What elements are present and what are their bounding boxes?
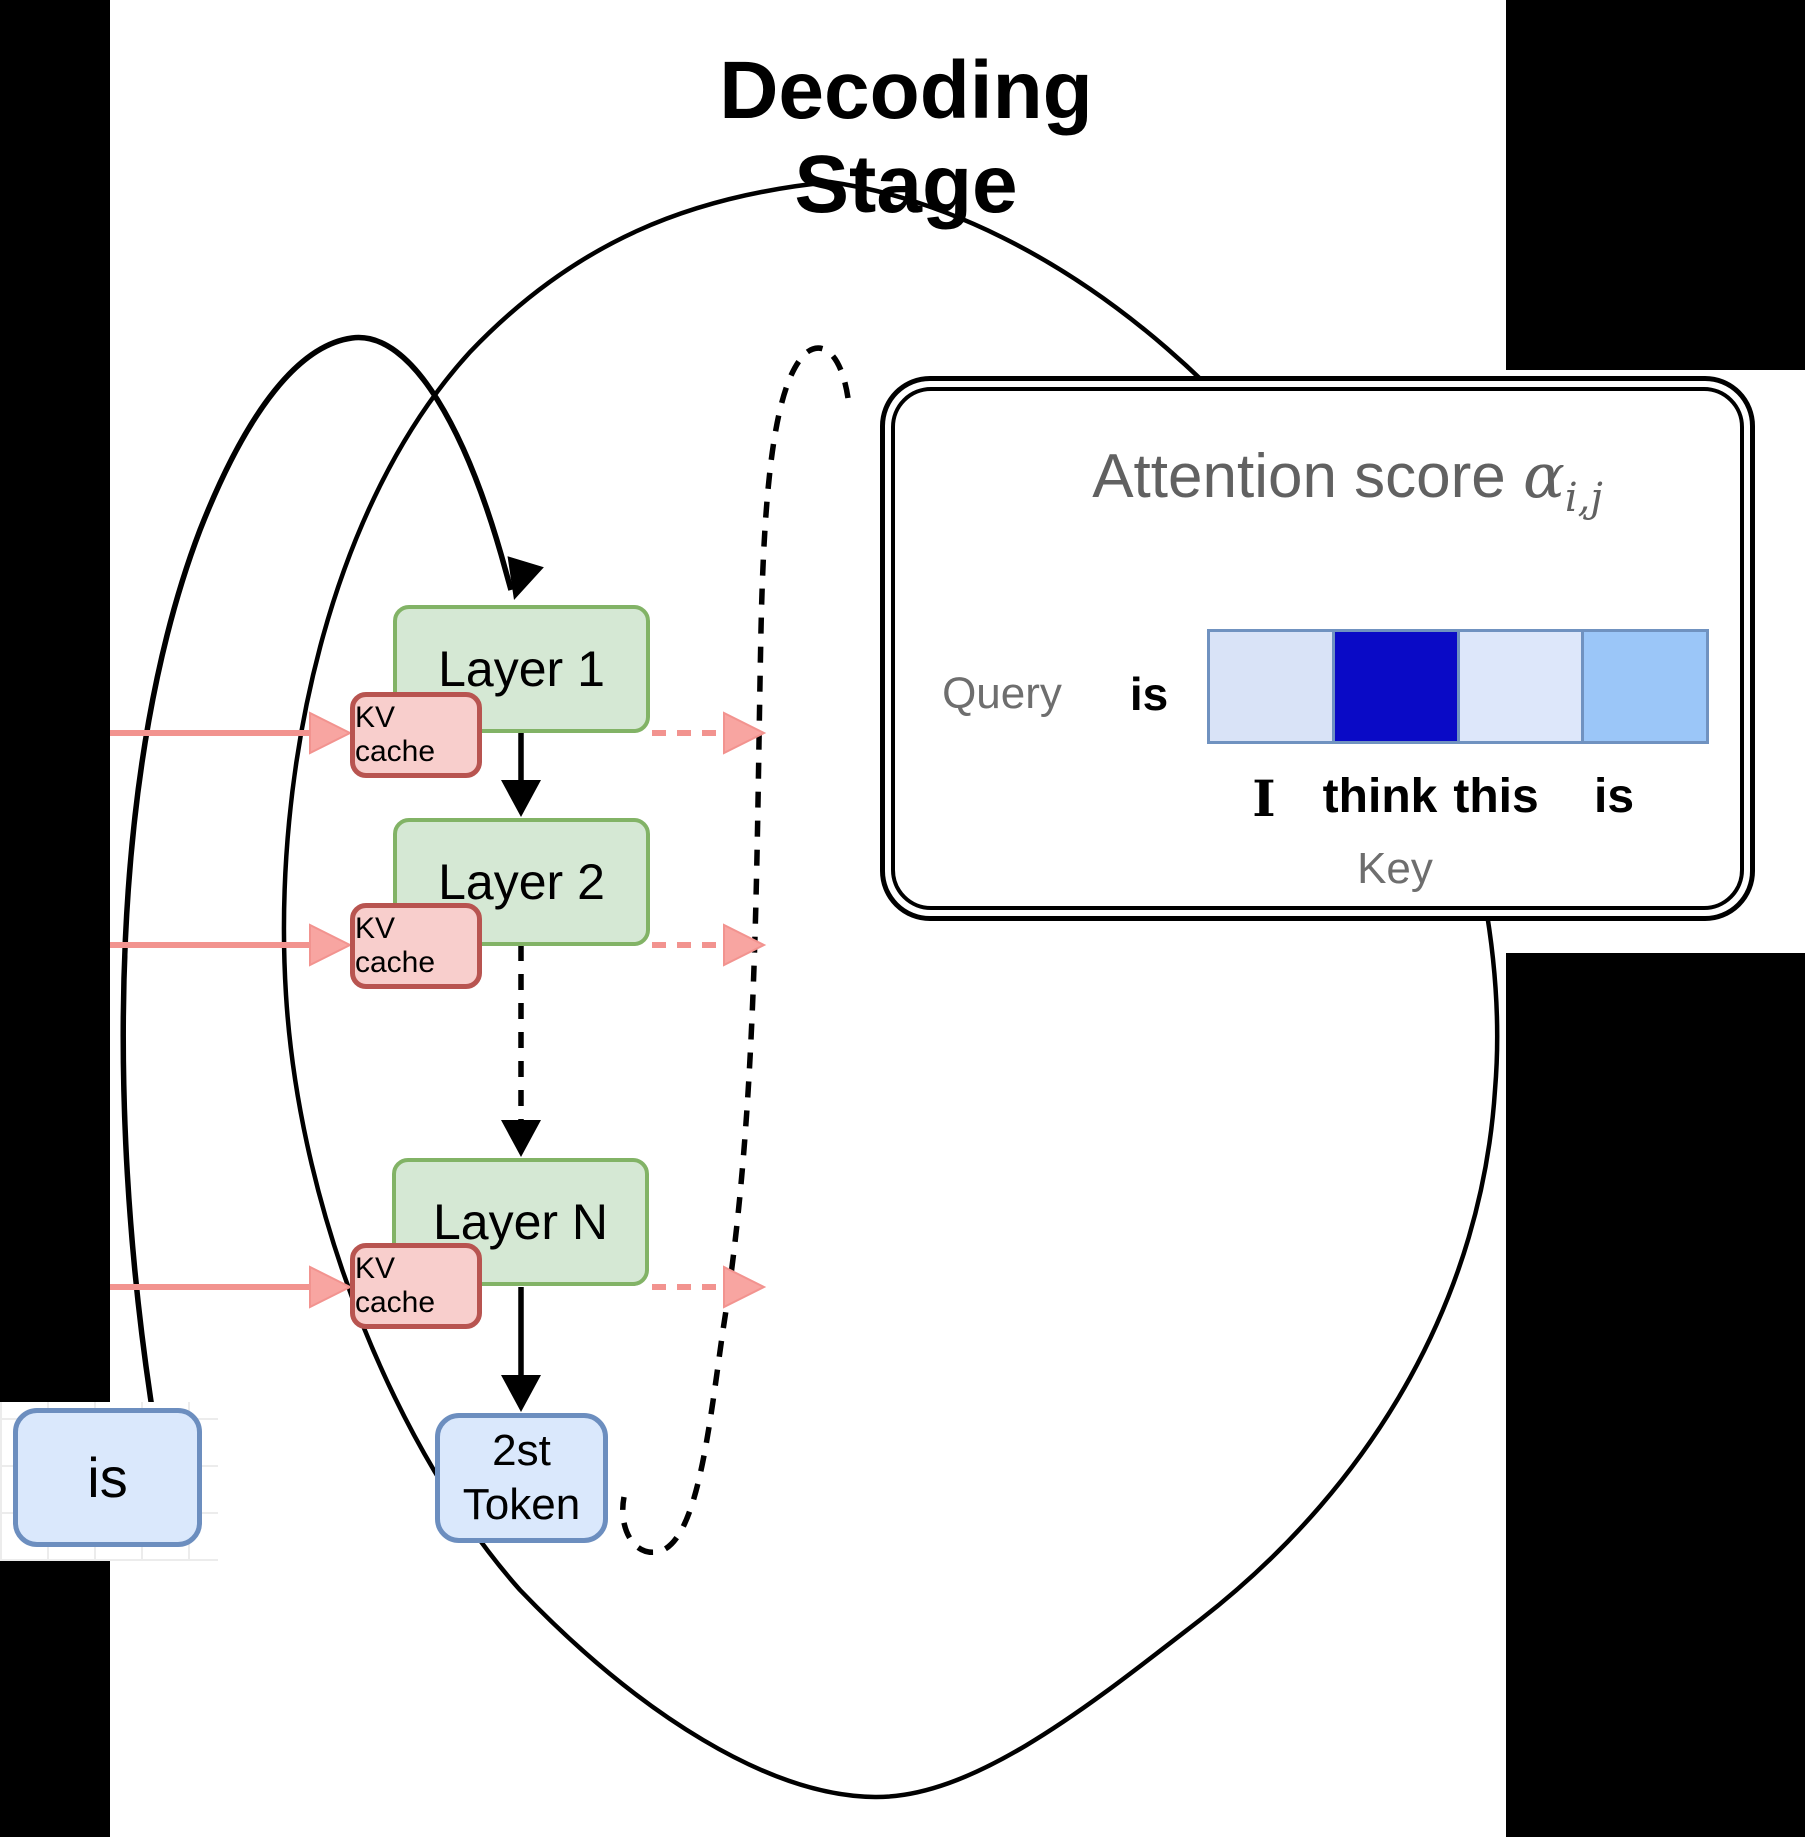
feedback-curve: [120, 334, 514, 1409]
kv-output-arrows-dashed: [652, 730, 726, 1290]
heatmap-cell-think: [1331, 632, 1457, 741]
layer-n-label: Layer N: [432, 1194, 609, 1250]
left-background-mask: [0, 0, 110, 1837]
input-token-label: is: [87, 1446, 128, 1509]
kv-input-arrows: [110, 730, 312, 1290]
key-token-I: I: [1252, 769, 1276, 828]
query-axis-label: Query: [942, 669, 1062, 718]
output-token-text: 2st Token: [463, 1424, 580, 1531]
kv-cache-label: KV cache: [355, 912, 436, 979]
heatmap-cell-is: [1581, 632, 1706, 741]
kv-output-arrowheads: [723, 711, 767, 1309]
layer-2-label: Layer 2: [438, 854, 605, 910]
feedback-arrowhead-icon: [507, 556, 544, 600]
panel-inner-border: [891, 387, 1744, 910]
output-token-line2: Token: [462, 1480, 581, 1529]
kv-cache-label: KV cache: [355, 701, 436, 768]
heatmap-cell-this: [1456, 632, 1582, 741]
alpha-subscript: i,j: [1564, 475, 1603, 521]
output-token-line1: 2st: [492, 1426, 551, 1476]
arrowhead-layer2-icon: [501, 780, 541, 817]
key-token-think: think: [1322, 770, 1438, 823]
kv-cache-label: KV cache: [355, 1252, 436, 1319]
key-token-this: this: [1453, 770, 1539, 823]
output-token-box: 2st Token: [435, 1413, 608, 1543]
attention-score-panel: Attention score αi,j Query is I think th…: [880, 376, 1755, 921]
input-token-box: is: [13, 1408, 202, 1547]
heatmap-cell-I: [1210, 632, 1332, 741]
alpha-symbol: α: [1523, 439, 1565, 512]
kv-input-arrowheads: [309, 711, 353, 1309]
attention-heatmap-row: [1207, 629, 1709, 744]
key-axis-label: Key: [1357, 844, 1433, 893]
attention-dashed-loop: [620, 345, 851, 1555]
arrowhead-layerN-icon: [501, 1120, 541, 1157]
layer-n-box: Layer N: [392, 1158, 649, 1286]
kv-cache-box-3: KV cache: [350, 1243, 482, 1329]
arrowhead-token-icon: [501, 1375, 541, 1412]
kv-cache-box-2: KV cache: [350, 903, 482, 989]
page-title: Decoding Stage: [719, 45, 1093, 230]
query-token: is: [1129, 668, 1169, 720]
panel-title: Attention score αi,j: [915, 439, 1780, 521]
layer-1-label: Layer 1: [438, 641, 605, 697]
key-token-is: is: [1593, 770, 1635, 823]
layer-2-box: Layer 2: [393, 818, 650, 946]
kv-cache-box-1: KV cache: [350, 692, 482, 778]
panel-title-text: Attention score: [1092, 442, 1523, 511]
